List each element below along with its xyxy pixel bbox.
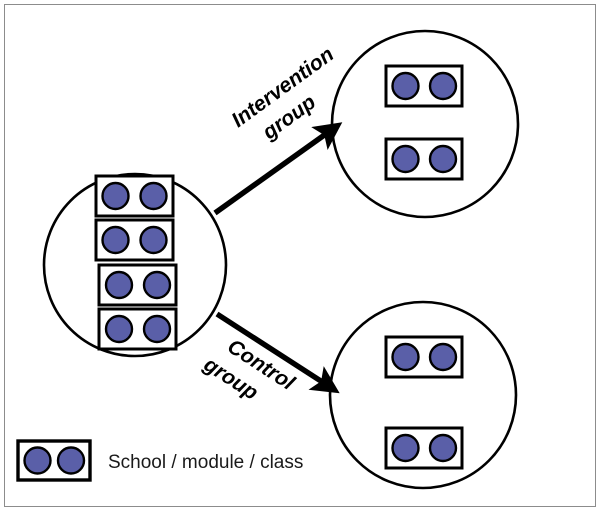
intervention-cluster <box>330 29 520 219</box>
unit-circle <box>142 270 172 300</box>
unit-circle <box>139 225 168 255</box>
source-unit-2 <box>94 218 175 262</box>
intervention-unit-2 <box>384 137 464 181</box>
unit-circle <box>104 314 134 344</box>
intervention-unit-1 <box>384 64 464 108</box>
unit-circle <box>104 270 134 300</box>
unit-circle <box>428 433 458 463</box>
control-unit-1 <box>384 335 464 379</box>
unit-circle <box>428 144 458 174</box>
unit-circle <box>101 181 130 211</box>
unit-circle <box>428 71 458 101</box>
unit-circle <box>142 314 172 344</box>
control-arrow <box>215 311 340 394</box>
source-unit-3 <box>97 263 178 307</box>
unit-circle <box>101 225 130 255</box>
source-unit-1 <box>94 174 175 218</box>
intervention-arrow <box>213 122 343 216</box>
control-unit-2 <box>384 426 464 470</box>
control-cluster-circle <box>328 300 518 490</box>
legend-swatch <box>16 439 92 482</box>
unit-circle <box>391 342 420 372</box>
source-cluster <box>42 172 228 358</box>
unit-circle <box>391 433 420 463</box>
unit-circle <box>428 342 458 372</box>
unit-circle <box>56 446 86 475</box>
legend-label: School / module / class <box>108 452 303 473</box>
unit-circle <box>23 446 52 475</box>
legend: School / module / class <box>16 439 303 482</box>
intervention-cluster-circle <box>330 29 520 219</box>
source-unit-4 <box>97 307 178 351</box>
unit-circle <box>391 71 420 101</box>
control-cluster <box>328 300 518 490</box>
control-arrow-label: Control group <box>199 335 300 405</box>
unit-circle <box>139 181 168 211</box>
unit-circle <box>391 144 420 174</box>
